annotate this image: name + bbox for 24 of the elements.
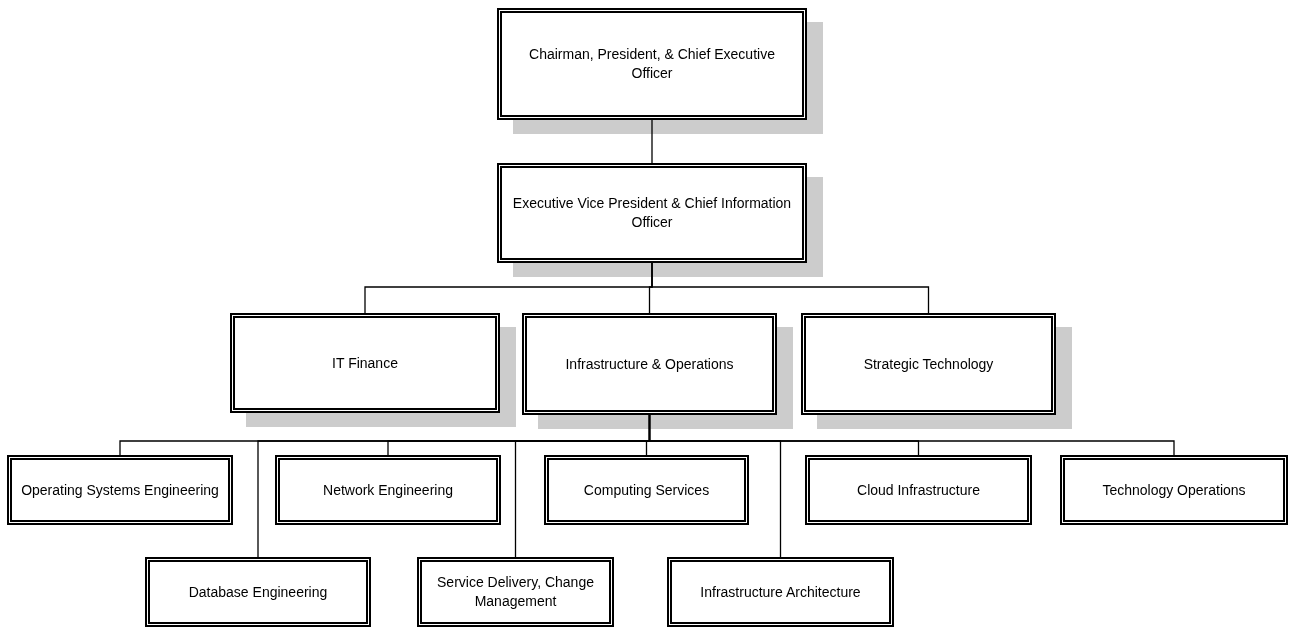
- role-label: Infrastructure Architecture: [700, 582, 861, 602]
- org-box: [417, 557, 614, 627]
- role-label: Technology Operations: [1102, 480, 1246, 500]
- org-box: [544, 455, 749, 525]
- role-label: Strategic Technology: [863, 354, 994, 374]
- org-box: [275, 455, 501, 525]
- role-label: Network Engineering: [323, 480, 453, 500]
- org-box: [7, 455, 233, 525]
- role-label: Chairman, President, & Chief Executive Officer: [528, 45, 776, 83]
- role-label: Database Engineering: [188, 582, 328, 602]
- role-label: Infrastructure & Operations: [565, 354, 734, 374]
- role-label: Cloud Infrastructure: [857, 480, 980, 500]
- role-label: Executive Vice President & Chief Information Officer: [511, 194, 793, 232]
- role-label: IT Finance: [332, 353, 398, 373]
- connector-line: [648, 414, 1175, 456]
- role-label: Operating Systems Engineering: [21, 480, 219, 500]
- org-box: [805, 455, 1032, 525]
- org-box: [667, 557, 894, 627]
- org-box: [1060, 455, 1288, 525]
- org-box: [145, 557, 371, 627]
- connector-line: [651, 262, 930, 314]
- role-label: Computing Services: [583, 480, 710, 500]
- connector-line: [651, 119, 653, 164]
- role-label: Service Delivery, Change Management: [436, 573, 595, 611]
